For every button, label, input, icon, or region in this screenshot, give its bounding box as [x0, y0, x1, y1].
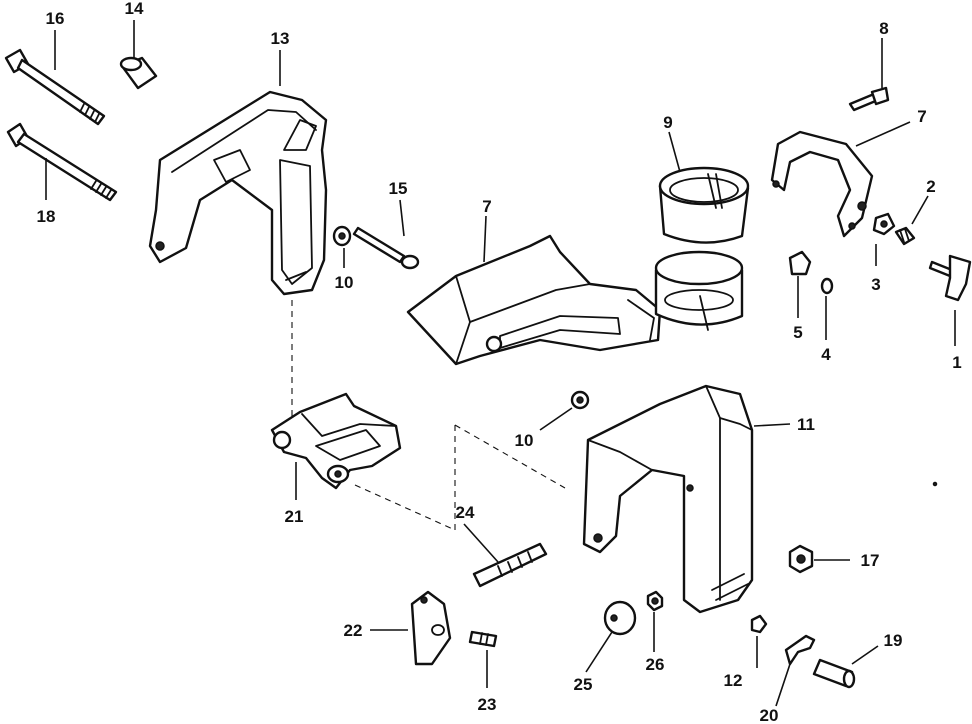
part-21-clamp-plate [270, 392, 402, 490]
callout-11: 11 [797, 415, 815, 434]
part-18-long-bolt [6, 122, 118, 202]
part-17-nut [788, 544, 814, 574]
callout-19: 19 [884, 631, 903, 650]
callout-10-lower: 10 [515, 431, 534, 450]
callout-15: 15 [389, 179, 408, 198]
part-10-washer-lower [570, 390, 590, 410]
callout-20: 20 [760, 706, 779, 724]
part-2-spring [894, 226, 916, 246]
leader-lines [45, 20, 956, 707]
callout-5: 5 [793, 323, 802, 342]
part-10-washer-upper [332, 225, 352, 247]
part-8-screw [848, 86, 890, 112]
part-24-threaded-rod [472, 542, 548, 588]
callout-1: 1 [952, 353, 961, 372]
callout-2: 2 [926, 177, 935, 196]
callout-7-right: 7 [917, 107, 926, 126]
part-15-bolt [352, 226, 420, 270]
callout-12: 12 [724, 671, 743, 690]
assembly-dashed-lines [291, 300, 566, 531]
callout-14: 14 [125, 0, 144, 18]
part-25-washer [603, 600, 637, 636]
callout-7-center: 7 [482, 197, 491, 216]
part-19-sleeve [812, 658, 856, 689]
callout-22: 22 [344, 621, 363, 640]
callout-16: 16 [46, 9, 65, 28]
part-16-long-bolt [4, 48, 106, 126]
callout-labels: 16 14 13 18 15 10 7 9 8 7 2 3 5 4 1 10 1… [37, 0, 962, 724]
part-12-nut [750, 614, 768, 634]
part-23-pin [468, 630, 498, 648]
callout-3: 3 [871, 275, 880, 294]
callout-25: 25 [574, 675, 593, 694]
stray-mark [932, 481, 938, 487]
part-7-swivel-housing [406, 234, 662, 366]
callout-9: 9 [663, 113, 672, 132]
callout-10-upper: 10 [335, 273, 354, 292]
part-5-pad [788, 250, 812, 276]
callout-8: 8 [879, 19, 888, 38]
part-22-handle [410, 590, 452, 666]
part-14-bushing [119, 56, 158, 90]
part-3-nut [872, 212, 896, 236]
callout-23: 23 [478, 695, 497, 714]
callout-4: 4 [821, 345, 831, 364]
callout-24: 24 [456, 503, 475, 522]
part-9-bushing-pair [654, 166, 750, 331]
part-4-o-ring [820, 277, 834, 295]
part-1-thumb-screw [928, 254, 972, 302]
part-7-clamp-half [770, 130, 874, 238]
part-11-clamp-bracket [582, 384, 754, 614]
callout-18: 18 [37, 207, 56, 226]
callout-13: 13 [271, 29, 290, 48]
part-26-nut [646, 590, 664, 612]
part-20-clip [784, 634, 816, 666]
part-13-clamp-bracket [148, 90, 328, 296]
callout-21: 21 [285, 507, 304, 526]
callout-17: 17 [861, 551, 880, 570]
callout-26: 26 [646, 655, 665, 674]
